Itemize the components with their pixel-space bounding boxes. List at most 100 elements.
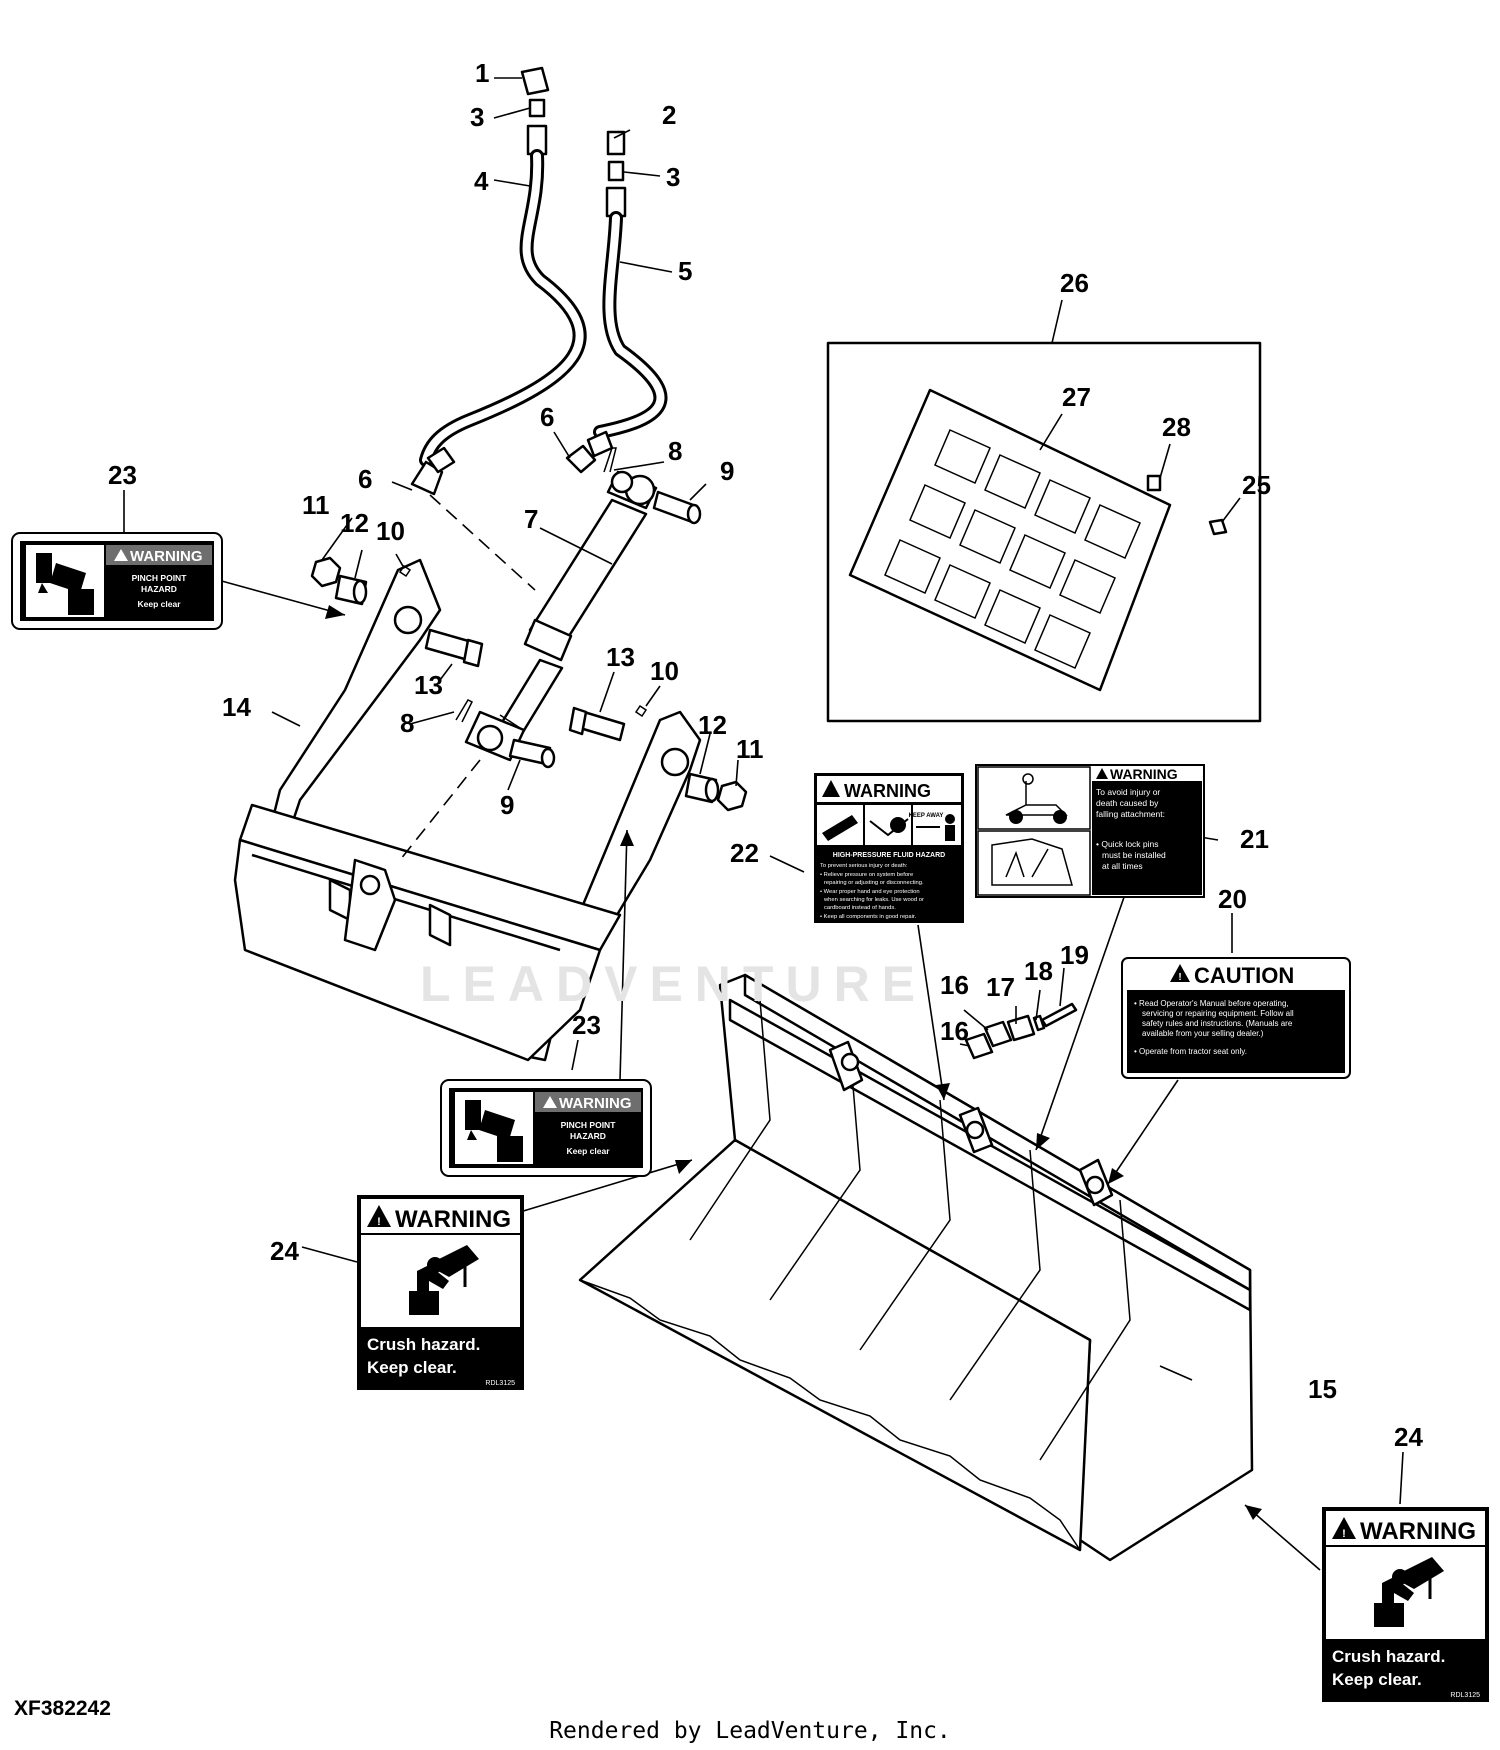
callout-3-right: 3 bbox=[666, 162, 680, 192]
fluid-title: HIGH-PRESSURE FLUID HAZARD bbox=[833, 852, 945, 859]
callout-24-right: 24 bbox=[1394, 1422, 1423, 1452]
callout-8-upper: 8 bbox=[668, 436, 682, 466]
caution-label-20: ! CAUTION • Read Operator's Manual befor… bbox=[1121, 957, 1351, 1079]
pinch-header-top: WARNING bbox=[130, 548, 203, 565]
caution-line3: safety rules and instructions. (Manuals … bbox=[1142, 1019, 1293, 1028]
bolt-13-right-head bbox=[568, 706, 588, 736]
svg-text:!: ! bbox=[377, 1216, 381, 1228]
caution-line1: • Read Operator's Manual before operatin… bbox=[1134, 999, 1289, 1008]
elbow-fitting-6-right bbox=[565, 444, 597, 474]
callout-12-right: 12 bbox=[698, 710, 727, 740]
callout-6-right: 6 bbox=[540, 402, 554, 432]
plate-17 bbox=[1006, 1014, 1036, 1042]
callout-16-lower: 16 bbox=[940, 1016, 969, 1046]
callout-10-right: 10 bbox=[650, 656, 679, 686]
caution-header: CAUTION bbox=[1194, 963, 1294, 988]
callout-27: 27 bbox=[1062, 382, 1091, 412]
callout-11-right: 11 bbox=[736, 734, 764, 764]
callout-13-left: 13 bbox=[414, 670, 443, 700]
bolt-19 bbox=[1040, 1002, 1078, 1028]
assembly-line-cylinder-to-frame bbox=[399, 759, 481, 861]
callout-7: 7 bbox=[524, 504, 538, 534]
hose-end-right bbox=[586, 430, 614, 458]
clip-8-lower bbox=[455, 699, 474, 723]
fluid-line1: To prevent serious injury or death: bbox=[820, 863, 908, 869]
crush-code-left: RDL3125 bbox=[485, 1380, 515, 1387]
figure-id: XF382242 bbox=[14, 1697, 111, 1720]
crush-hazard-label-left: ! WARNING Crush hazard. Keep clear. RDL3… bbox=[357, 1195, 524, 1390]
hose-fitting-2 bbox=[606, 130, 626, 156]
hose-adapter-3-left bbox=[528, 98, 546, 118]
guard-plate-27 bbox=[848, 388, 1172, 692]
elbow-fitting-6-left bbox=[410, 460, 444, 496]
pinch-point-label-top: WARNING PINCH POINT HAZARD Keep clear bbox=[11, 532, 223, 630]
crush-hazard-label-right: ! WARNING Crush hazard. Keep clear. RDL3… bbox=[1322, 1507, 1489, 1702]
fluid-header: WARNING bbox=[844, 781, 931, 801]
callout-23-top: 23 bbox=[108, 460, 137, 490]
callout-17: 17 bbox=[986, 972, 1015, 1002]
spacer-16-upper bbox=[983, 1020, 1013, 1048]
watermark: LEADVENTURE bbox=[420, 956, 928, 1012]
fall-line2: death caused by bbox=[1096, 798, 1159, 808]
fluid-line7: • Keep all components in good repair. bbox=[820, 914, 917, 920]
pinch-point-label-bottom: WARNING PINCH POINT HAZARD Keep clear bbox=[440, 1079, 652, 1177]
footer-credit: Rendered by LeadVenture, Inc. bbox=[549, 1718, 951, 1744]
fluid-hazard-label-22: WARNING KEEP AWAY HIGH-PRESSURE FLUID HA… bbox=[814, 773, 964, 923]
crush-line2-right: Keep clear. bbox=[1332, 1670, 1422, 1689]
caution-line5: • Operate from tractor seat only. bbox=[1134, 1047, 1247, 1056]
callout-13-right: 13 bbox=[606, 642, 635, 672]
pin-10-right bbox=[634, 704, 648, 718]
callout-12-left: 12 bbox=[340, 508, 369, 538]
callout-23-bottom: 23 bbox=[572, 1010, 601, 1040]
hydraulic-cylinder-7 bbox=[464, 470, 658, 762]
hose-adapter-3-right bbox=[607, 160, 625, 182]
crush-header-right: WARNING bbox=[1360, 1518, 1476, 1545]
clip-8-upper bbox=[603, 447, 617, 473]
pinch-line3-bottom: Keep clear bbox=[567, 1146, 611, 1156]
callout-15: 15 bbox=[1308, 1374, 1337, 1404]
callout-28: 28 bbox=[1162, 412, 1191, 442]
callout-25: 25 bbox=[1242, 470, 1271, 500]
caution-line2: servicing or repairing equipment. Follow… bbox=[1142, 1009, 1294, 1018]
crush-line1-left: Crush hazard. bbox=[367, 1335, 480, 1354]
leader-lines bbox=[123, 77, 1404, 1571]
callout-3-left: 3 bbox=[470, 102, 484, 132]
assembly-line-hose-to-cylinder bbox=[429, 494, 536, 591]
fall-line6: at all times bbox=[1102, 861, 1143, 871]
callout-20: 20 bbox=[1218, 884, 1247, 914]
hose-crimp-right bbox=[605, 186, 627, 218]
svg-text:!: ! bbox=[1342, 1528, 1346, 1540]
callout-24-left: 24 bbox=[270, 1236, 299, 1266]
hydraulic-hoses bbox=[410, 66, 668, 496]
hose-fitting-1 bbox=[520, 66, 550, 96]
hose-end-left bbox=[426, 446, 456, 474]
callout-26: 26 bbox=[1060, 268, 1089, 298]
grapple-bucket-15 bbox=[578, 973, 1254, 1562]
fall-line1: To avoid injury or bbox=[1096, 787, 1160, 797]
bolt-28 bbox=[1146, 474, 1162, 492]
caution-line4: available from your selling dealer.) bbox=[1142, 1029, 1264, 1038]
callout-19: 19 bbox=[1060, 940, 1089, 970]
fluid-line2: • Relieve pressure on system before bbox=[820, 872, 913, 878]
callout-1: 1 bbox=[475, 58, 489, 88]
nut-25 bbox=[1208, 518, 1228, 536]
bolt-13-left-head bbox=[462, 638, 484, 668]
pin-10-left bbox=[398, 564, 412, 578]
pinch-line1-top: PINCH POINT bbox=[132, 573, 188, 583]
fluid-line4: • Wear proper hand and eye protection bbox=[820, 889, 920, 895]
callout-22: 22 bbox=[730, 838, 759, 868]
bolt-13-right bbox=[578, 710, 626, 742]
fall-line5: must be installed bbox=[1102, 850, 1166, 860]
callout-11-left: 11 bbox=[302, 490, 330, 520]
pinch-line2-top: HAZARD bbox=[141, 584, 177, 594]
nut-11-left bbox=[310, 556, 342, 588]
callout-18: 18 bbox=[1024, 956, 1053, 986]
pinch-line2-bottom: HAZARD bbox=[570, 1131, 606, 1141]
fall-line4: • Quick lock pins bbox=[1096, 839, 1159, 849]
hose-crimp-left bbox=[526, 124, 548, 156]
fall-header: WARNING bbox=[1110, 766, 1178, 782]
spacer-16-lower bbox=[964, 1032, 994, 1060]
nut-11-right bbox=[716, 780, 748, 812]
fluid-line3: repairing or adjusting or disconnecting. bbox=[824, 880, 924, 886]
falling-attachment-label-21: WARNING To avoid injury or death caused … bbox=[975, 764, 1205, 898]
